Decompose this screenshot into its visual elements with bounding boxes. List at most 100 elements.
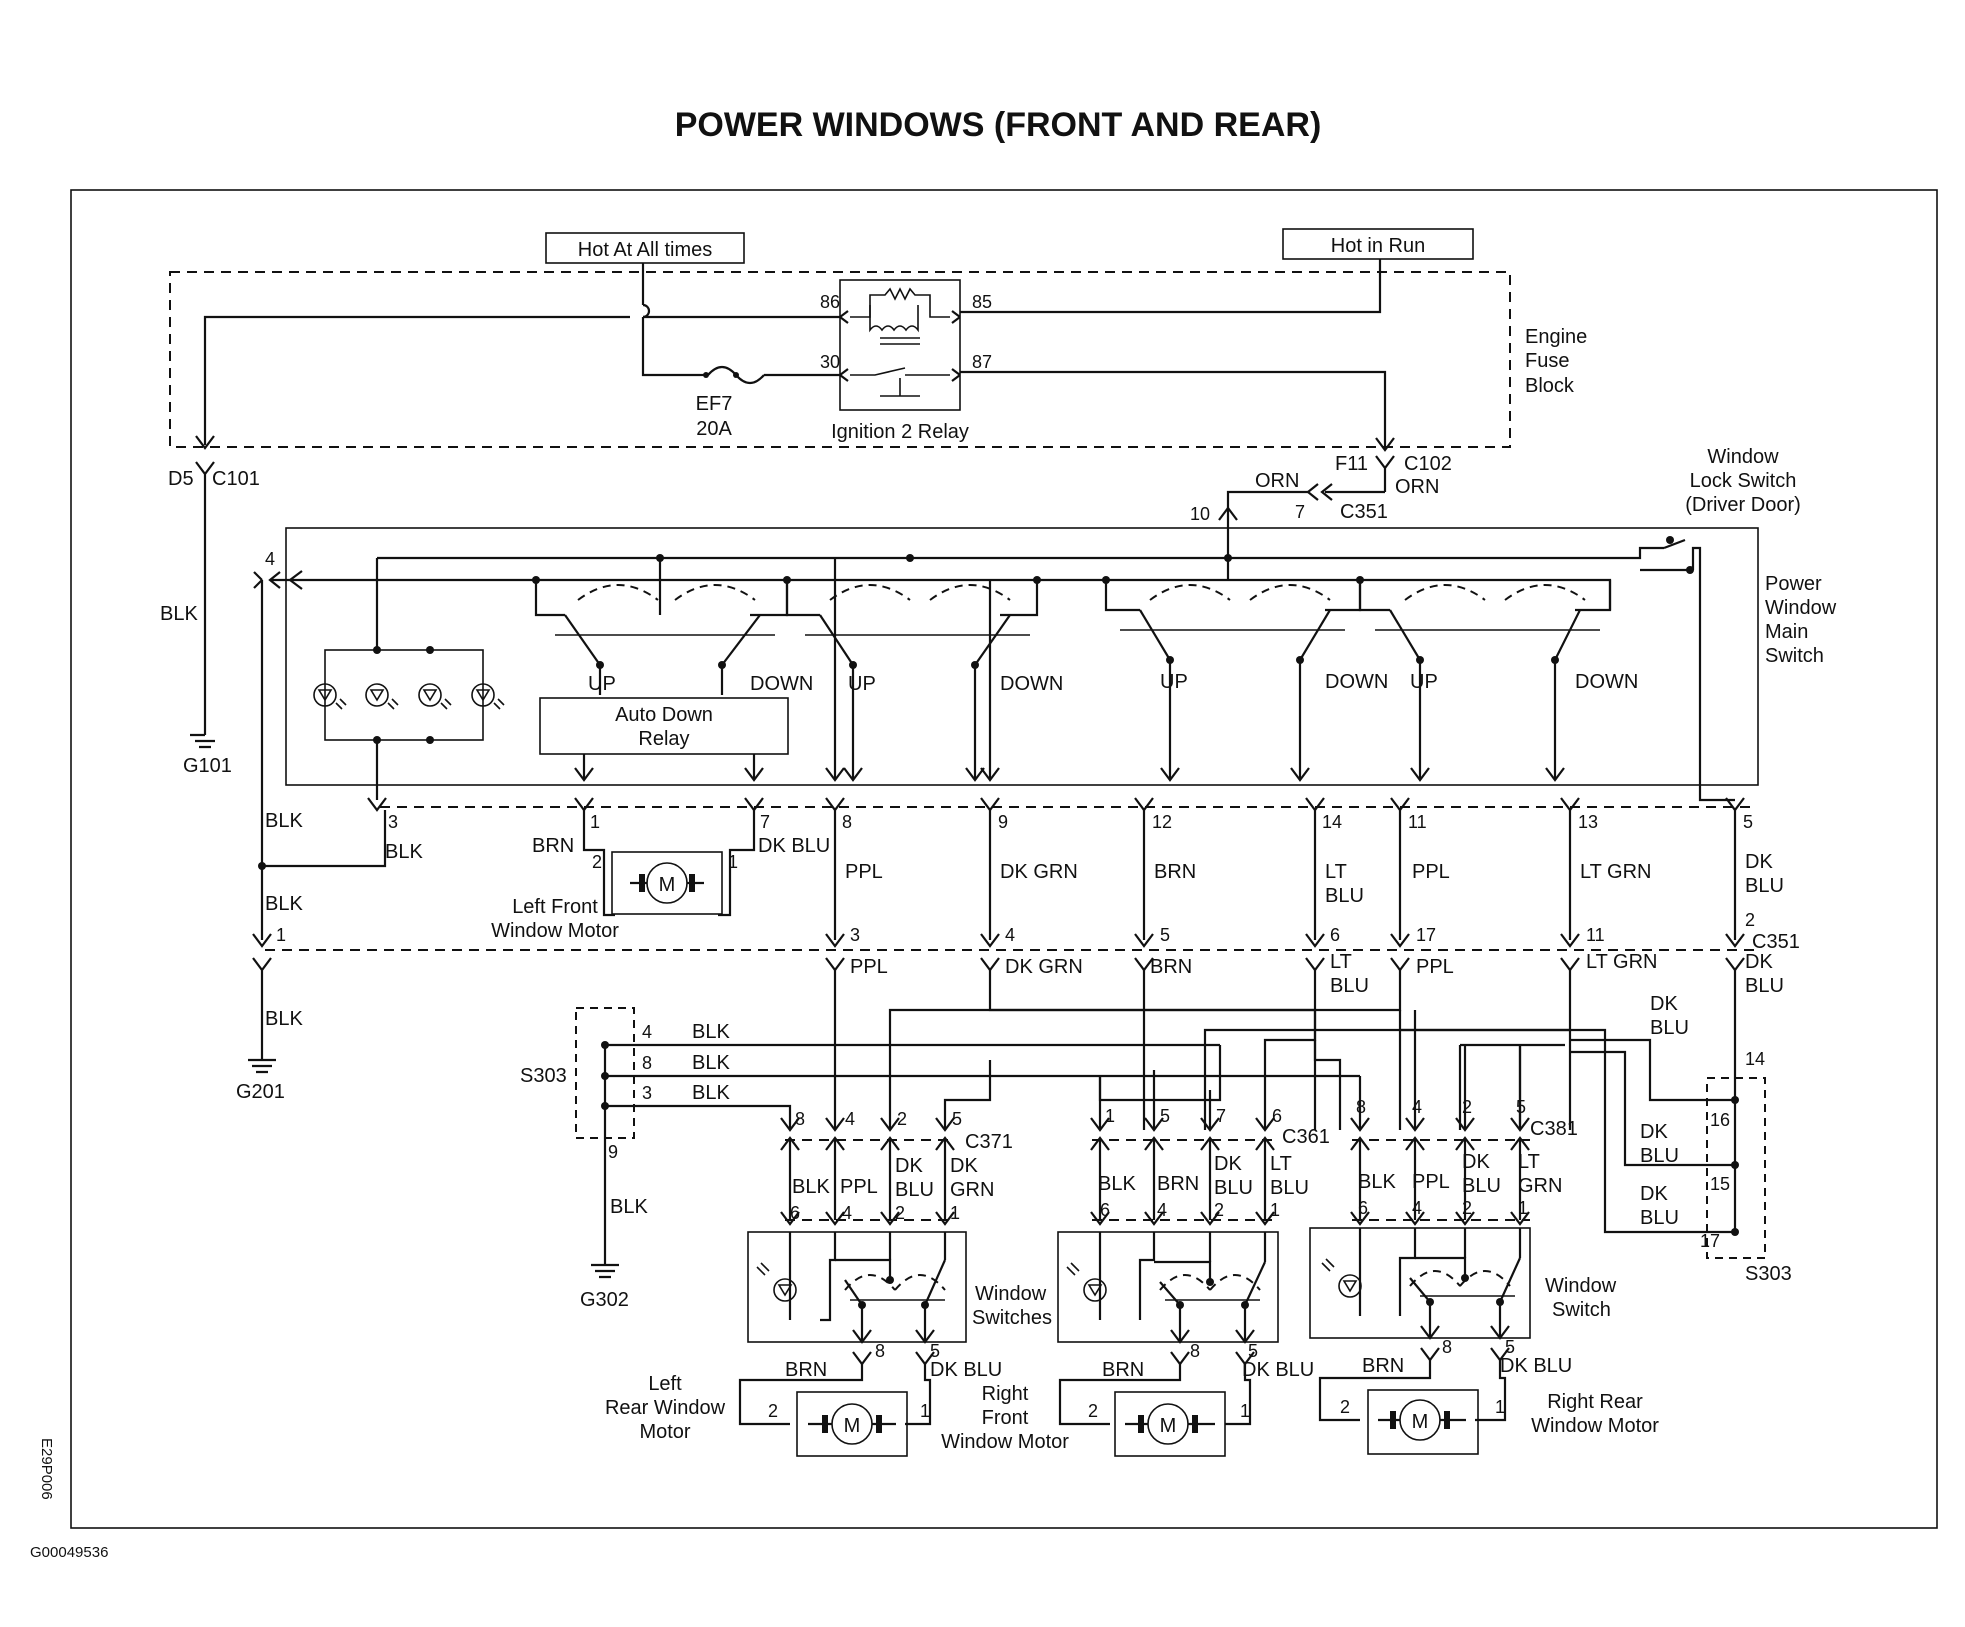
c351-pin-1: 1 (276, 925, 286, 945)
c351-brn-label: BRN (1150, 956, 1192, 978)
connector-c371: 8 4 2 5 C371 BLK PPL DK BLU DK GRN 6 4 2… (780, 1060, 1013, 1226)
c351-blu2-label: BLU (1745, 975, 1784, 997)
relay-pin-30: 30 (820, 352, 840, 372)
main-pin-9: 9 (998, 812, 1008, 832)
lr-motor-pin-2: 2 (768, 1401, 778, 1421)
rf-brn: BRN (1102, 1359, 1144, 1381)
c351-lt-label: LT (1330, 951, 1352, 973)
c381-lower-4: 4 (1412, 1198, 1422, 1218)
hot-in-run-box (1282, 228, 1474, 260)
lr-up-label: UP (848, 673, 876, 695)
driver-up-label: UP (588, 673, 616, 695)
relay-pin-87: 87 (972, 352, 992, 372)
main13-ltgrn-label: LT GRN (1580, 861, 1652, 883)
window-switch-right-front (1057, 1231, 1279, 1344)
lr-motor-label-3: Motor (639, 1421, 690, 1443)
main-switch-label-4: Switch (1765, 645, 1824, 667)
engine-fuse-block-label-3: Block (1525, 375, 1575, 397)
s303-pin-9: 9 (608, 1142, 618, 1162)
s303-pin-3: 3 (642, 1083, 652, 1103)
c361-lower-1: 1 (1270, 1200, 1280, 1220)
main8-ppl-label: PPL (845, 861, 883, 883)
c361-pin-7: 7 (1216, 1106, 1226, 1126)
c371-pin-8: 8 (795, 1109, 805, 1129)
c351-ltgrn-label: LT GRN (1586, 951, 1658, 973)
hot-at-all-times-label: Hot At All times (578, 239, 713, 261)
c361-lt: LT (1270, 1153, 1292, 1175)
c361-pin-6: 6 (1272, 1106, 1282, 1126)
g101-blk-label: BLK (160, 603, 198, 625)
c351-pin-6: 6 (1330, 925, 1340, 945)
g201-blk-label: BLK (265, 1008, 303, 1030)
s303r-pin-15: 15 (1710, 1174, 1730, 1194)
c351-pin-7: 7 (1295, 502, 1305, 522)
c371-lower-1: 1 (950, 1203, 960, 1223)
main-pin-12: 12 (1152, 812, 1172, 832)
c351-ppl2-label: PPL (1416, 956, 1454, 978)
c361-brn: BRN (1157, 1173, 1199, 1195)
s303-blk-2: BLK (692, 1052, 730, 1074)
c371-lower-2: 2 (895, 1203, 905, 1223)
relay-name-label: Ignition 2 Relay (831, 421, 969, 443)
lf-motor-label-2: Window Motor (491, 920, 619, 942)
c361-lower-6: 6 (1100, 1200, 1110, 1220)
rr-up-label: UP (1410, 671, 1438, 693)
c371-pin-5: 5 (952, 1109, 962, 1129)
s303-blk-3: BLK (692, 1082, 730, 1104)
lr-brn: BRN (785, 1359, 827, 1381)
c371-pin-2: 2 (897, 1109, 907, 1129)
rf-motor-label-3: Window Motor (941, 1431, 1069, 1453)
c351-dk-label: DK (1745, 951, 1773, 973)
c381-blk: BLK (1358, 1171, 1396, 1193)
c381-pin-2: 2 (1462, 1097, 1472, 1117)
c381-dk: DK (1462, 1151, 1490, 1173)
fuse-rating-label: 20A (696, 418, 732, 440)
c361-dk: DK (1214, 1153, 1242, 1175)
s303r-dk1: DK (1640, 1121, 1668, 1143)
left-front-window-motor: M 2 1 (582, 810, 756, 917)
s303-right-label: S303 (1745, 1263, 1792, 1285)
g101-label: G101 (183, 755, 232, 777)
c361-pin-1: 1 (1105, 1106, 1115, 1126)
c381-ppl: PPL (1412, 1171, 1450, 1193)
g201-label: G201 (236, 1081, 285, 1103)
c351-pin-11: 11 (1586, 925, 1605, 945)
rr-dkblu: DK BLU (1500, 1355, 1572, 1377)
f11-label: F11 (1335, 453, 1368, 475)
main14-blu-label: BLU (1325, 885, 1364, 907)
main-pin-1: 1 (590, 812, 600, 832)
rr-down-label: DOWN (1575, 671, 1638, 693)
main-pin-4: 4 (265, 549, 275, 569)
c371-grn: GRN (950, 1179, 994, 1201)
left-rear-window-motor: M 2 1 (738, 1351, 935, 1457)
main5-blu-label: BLU (1745, 875, 1784, 897)
lf-motor-symbol: M (659, 874, 676, 896)
rr-motor-label-2: Window Motor (1531, 1415, 1659, 1437)
c102-orn-label: ORN (1395, 476, 1439, 498)
rf-motor-pin-1: 1 (1240, 1401, 1250, 1421)
main-pin-8: 8 (842, 812, 852, 832)
c381-pin-4: 4 (1412, 1097, 1422, 1117)
pin3-blk-label: BLK (385, 841, 423, 863)
lf-brn-label: BRN (532, 835, 574, 857)
main-switch-label-3: Main (1765, 621, 1808, 643)
c361-lower-4: 4 (1157, 1200, 1167, 1220)
c351-pin-4: 4 (1005, 925, 1015, 945)
lock-switch-label-2: Lock Switch (1690, 470, 1797, 492)
side-code: E29P006 (38, 1438, 55, 1500)
rf-motor-pin-2: 2 (1088, 1401, 1098, 1421)
c351-pin-17: 17 (1416, 925, 1436, 945)
lr-motor-symbol: M (844, 1415, 861, 1437)
c351-top-label: C351 (1340, 501, 1388, 523)
main-switch-label-2: Window (1765, 597, 1837, 619)
c371-dk2: DK (950, 1155, 978, 1177)
ignition-2-relay (839, 279, 961, 411)
c371-dk: DK (895, 1155, 923, 1177)
main12-brn-label: BRN (1154, 861, 1196, 883)
c351-blu-label: BLU (1330, 975, 1369, 997)
main-pin-3: 3 (388, 812, 398, 832)
rr-motor-pin-2: 2 (1340, 1397, 1350, 1417)
hot-at-all-times-box (545, 232, 745, 264)
hot-in-run-label: Hot in Run (1331, 235, 1426, 257)
